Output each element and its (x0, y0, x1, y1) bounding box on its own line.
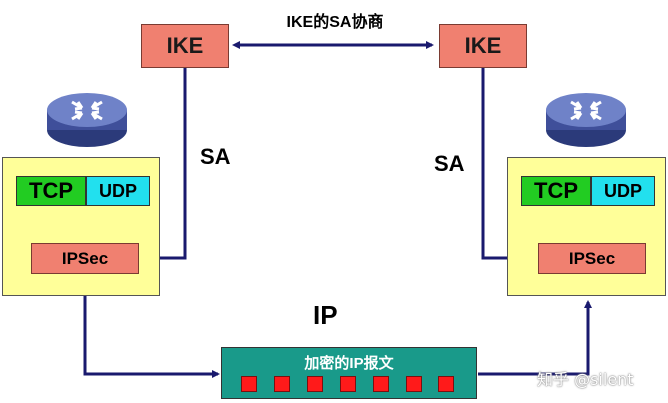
ip-label: IP (313, 300, 338, 330)
left-ipsec-box: IPSec (31, 243, 139, 274)
packet-label: 加密的IP报文 (304, 355, 394, 372)
encrypted-ip-packet: 加密的IP报文 (221, 347, 477, 399)
packet-block (340, 376, 356, 392)
packet-block (274, 376, 290, 392)
packet-block (406, 376, 422, 392)
right-tcp-box: TCP (521, 176, 591, 206)
packet-block (373, 376, 389, 392)
left-host-panel: TCP UDP IPSec (2, 157, 160, 296)
ike-sa-negotiation-label: IKE的SA协商 (286, 14, 384, 31)
right-ike-box: IKE (439, 24, 527, 68)
watermark: 知乎 @silent (537, 370, 634, 389)
right-sa-label: SA (434, 151, 465, 176)
packet-block (241, 376, 257, 392)
right-ipsec-box: IPSec (538, 243, 646, 274)
packet-block (307, 376, 323, 392)
packet-block (438, 376, 454, 392)
left-ike-box: IKE (141, 24, 229, 68)
right-udp-box: UDP (591, 176, 655, 206)
router-icon (546, 93, 626, 147)
left-to-packet-arrow (83, 296, 220, 378)
left-sa-label: SA (200, 144, 231, 169)
router-icon (47, 93, 127, 147)
left-udp-box: UDP (86, 176, 150, 206)
right-host-panel: TCP UDP IPSec (507, 157, 666, 296)
left-tcp-box: TCP (16, 176, 86, 206)
packet-to-right-arrow (478, 300, 592, 376)
